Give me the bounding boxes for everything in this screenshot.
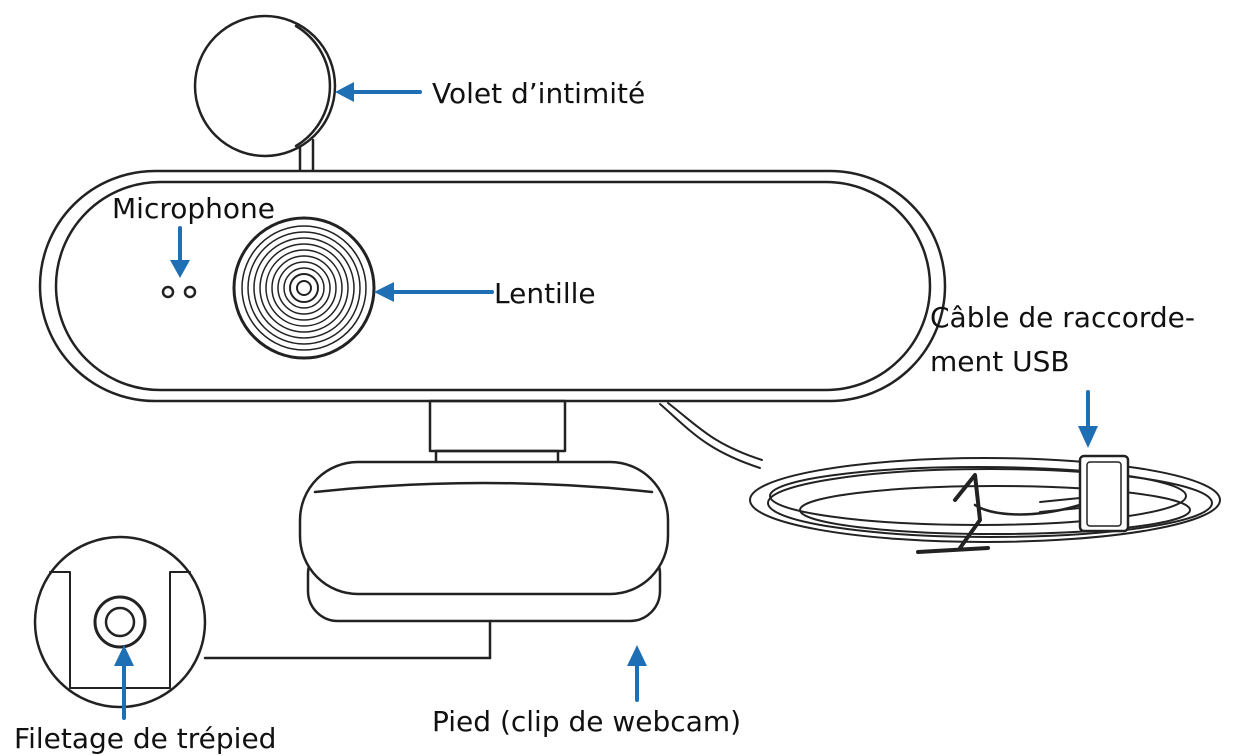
label-usb-cable: Câble de raccorde- ment USB — [930, 296, 1195, 384]
label-microphone: Microphone — [112, 192, 275, 225]
arrow-lens — [374, 282, 494, 302]
hinge-neck — [428, 399, 567, 465]
usb-cable — [659, 402, 1221, 554]
label-privacy-shutter: Volet d’intimité — [432, 77, 646, 110]
label-tripod-thread: Filetage de trépied — [14, 722, 277, 755]
annotation-arrows — [114, 82, 1098, 720]
arrow-privacy-shutter — [335, 82, 422, 102]
label-usb-cable-line1: Câble de raccorde- — [930, 301, 1196, 334]
tripod-thread-inset — [33, 535, 207, 709]
label-usb-cable-line2: ment USB — [930, 345, 1070, 378]
arrow-tripod — [114, 645, 134, 720]
arrow-microphone — [170, 226, 190, 278]
arrow-usb — [1078, 390, 1098, 448]
label-base-clip: Pied (clip de webcam) — [432, 705, 742, 738]
base-clip — [203, 460, 670, 660]
arrow-base — [627, 645, 647, 702]
privacy-shutter — [193, 14, 337, 180]
lens — [232, 216, 376, 360]
microphone-holes — [161, 285, 197, 299]
label-lens: Lentille — [494, 277, 596, 310]
